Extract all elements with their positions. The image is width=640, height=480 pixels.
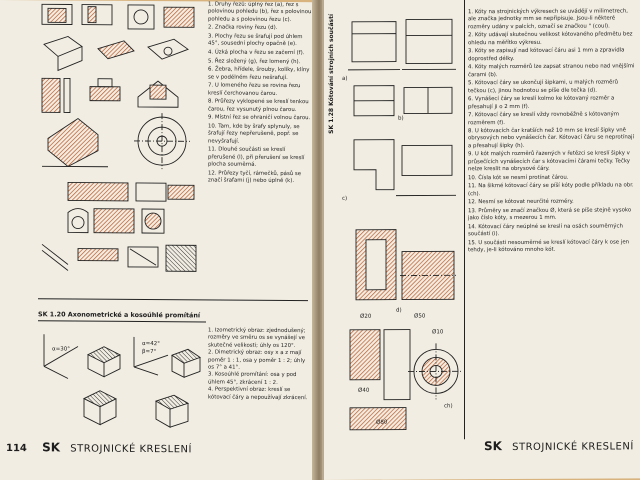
right-page: SK 1.28 Kótování strojních součástí xyxy=(322,0,640,480)
list-item: 1. Izometrický obraz: zjednodušený; rozm… xyxy=(208,327,306,349)
list-item: 4. Perspektivní obraz: kreslí se kótovac… xyxy=(208,386,308,401)
list-item: 6. Vynášecí čáry se kreslí kolmo ke kóto… xyxy=(468,95,615,110)
list-item: 11. Dlouhé součásti se kreslí přerušené … xyxy=(208,146,305,168)
list-item: 4. Kóty malých rozměrů lze zapsat strano… xyxy=(468,63,635,78)
running-title: STROJNICKÉ KRESLENÍ xyxy=(512,441,634,454)
list-item: 1. Kóty na strojnických výkresech se uvá… xyxy=(468,8,628,30)
left-page: 1. Druhy řezů: úplný řez (a), řez s polo… xyxy=(0,0,316,480)
axonometry-text: 1. Izometrický obraz: zjednodušený; rozm… xyxy=(208,327,312,402)
angle-label: α=30° xyxy=(52,346,70,352)
dimensioning-figure: a) b) c) d) ch) Ø20 Ø50 Ø40 Ø10 Ø80 xyxy=(342,18,462,431)
angle-label: α=42° xyxy=(142,341,160,347)
section-drawings-figure xyxy=(41,3,197,272)
figure-label: c) xyxy=(342,196,347,202)
list-item: 2. Značka roviny řezu (d). xyxy=(208,24,278,32)
dimension-label: Ø20 xyxy=(360,313,372,320)
list-item: 11. Na šikmé kótovací čáry se píší kóty … xyxy=(468,182,634,197)
list-item: 4. Úzká plocha v řezu se začerní (f). xyxy=(208,49,305,57)
dimension-label: Ø10 xyxy=(432,328,444,335)
page-number: 114 xyxy=(6,443,27,455)
angle-label: β=7° xyxy=(142,349,157,355)
running-title: STROJNICKÉ KRESLENÍ xyxy=(70,443,192,456)
list-item: 13. Průměry se značí značkou Ø, která se… xyxy=(468,207,632,222)
list-item: 3. Kóty se zapisují nad kótovací čáru as… xyxy=(468,47,625,62)
page-footer: 114 SK STROJNICKÉ KRESLENÍ xyxy=(6,436,192,456)
list-item: 9. U kót malých rozměrů řazených v řetěz… xyxy=(468,150,630,173)
list-item: 1. Druhy řezů: úplný řez (a), řez s polo… xyxy=(208,1,312,23)
figure-label: d) xyxy=(396,308,402,314)
divider xyxy=(464,0,465,440)
list-item: 15. U součásti nesouměrné se kreslí kóto… xyxy=(468,239,630,254)
page-footer: SK STROJNICKÉ KRESLENÍ xyxy=(484,434,634,454)
series-mark: SK xyxy=(484,439,502,454)
axonometric-figure: α=30° α=42° β=7° xyxy=(43,334,201,428)
list-item: 5. Kótovací čáry se ukončují šipkami, u … xyxy=(468,79,619,94)
dimension-label: Ø50 xyxy=(414,312,426,319)
list-item: 5. Řez složený (g), řez lomený (h). xyxy=(208,58,301,65)
sections-text: 1. Druhy řezů: úplný řez (a), řez s polo… xyxy=(208,1,312,374)
list-item: 9. Místní řez se ohraničí volnou čarou. xyxy=(208,114,311,122)
figure-label: a) xyxy=(342,76,348,82)
list-item: 3. Kosoúhlé promítání: osa y pod úhlem 4… xyxy=(208,371,297,386)
list-item: 12. Nesmí se kótovat neurčité rozměry. xyxy=(468,199,574,206)
section-heading-sk128: SK 1.28 Kótování strojních součástí xyxy=(328,13,335,134)
list-item: 7. U lomeného řezu se rovina řezu kreslí… xyxy=(208,82,301,97)
list-item: 3. Plochy řezu se šrafují pod úhlem 45°,… xyxy=(208,33,303,48)
section-heading-sk120: SK 1.20 Axonometrické a kosoúhlé promítá… xyxy=(38,310,201,320)
list-item: 7. Kótovací čáry se kreslí vždy rovnoběž… xyxy=(468,111,619,126)
list-item: 10. Čísla kót se nesmí protínat čárou. xyxy=(468,174,569,181)
list-item: 2. Kóty udávají skutečnou velikost kótov… xyxy=(468,31,633,46)
list-item: 8. Průřezy vyklopené se kreslí tenkou ča… xyxy=(208,98,309,113)
divider xyxy=(38,320,206,323)
list-item: 8. U kótovacích čar kratších než 10 mm s… xyxy=(468,127,635,150)
list-item: 10. Tam, kde by šrafy splynuly, se šrafu… xyxy=(208,123,300,145)
list-item: 6. Žebra, hřídele, šrouby, kolíky, klíny… xyxy=(208,66,310,81)
dimension-label: Ø40 xyxy=(358,387,370,394)
dimension-label: Ø80 xyxy=(376,419,388,426)
list-item: 14. Kótovací čáry neúplné se kreslí na o… xyxy=(468,223,623,238)
dimensioning-text: 1. Kóty na strojnických výkresech se uvá… xyxy=(468,8,636,256)
figure-label: b) xyxy=(398,116,404,122)
figure-label: ch) xyxy=(444,403,453,409)
list-item: 12. Průřezy tyčí, rámečků, pásů se značí… xyxy=(208,170,302,185)
series-mark: SK xyxy=(42,440,61,455)
list-item: 2. Dimetrický obraz: osy x a z mají pomě… xyxy=(208,349,306,371)
